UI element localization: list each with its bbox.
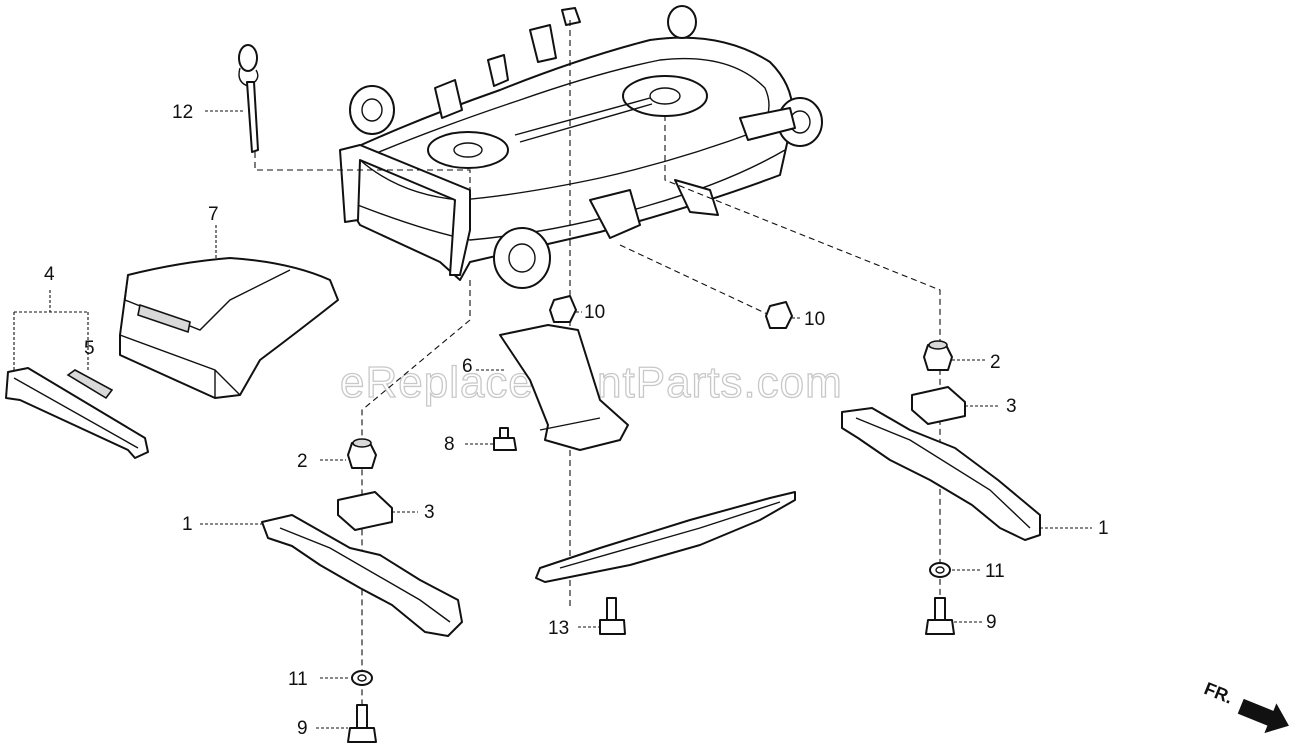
callout-10-right: 10 <box>804 309 825 330</box>
part-2-nut-left <box>347 438 377 469</box>
callout-1-right: 1 <box>1098 518 1109 539</box>
callout-1-left: 1 <box>182 514 193 535</box>
callout-3-right: 3 <box>1006 396 1017 417</box>
part-5-pad <box>66 369 114 400</box>
callout-12: 12 <box>172 102 193 123</box>
part-8-bolt <box>493 427 517 451</box>
callout-10-center: 10 <box>584 302 605 323</box>
part-2-nut-right <box>923 340 953 371</box>
callout-9-right: 9 <box>986 612 997 633</box>
callout-4: 4 <box>44 264 55 285</box>
callout-13: 13 <box>548 618 569 639</box>
part-1-blade-right <box>841 407 1041 541</box>
callout-6: 6 <box>462 356 473 377</box>
part-13-bolt <box>599 597 626 635</box>
part-3-washer-left <box>337 491 393 531</box>
part-6-baffle <box>499 324 629 451</box>
part-11-washer-left <box>351 670 373 686</box>
callout-11-right: 11 <box>985 561 1005 582</box>
part-10-nut-right <box>765 301 793 329</box>
callout-2-left: 2 <box>297 451 308 472</box>
right-spindle-axis <box>664 115 941 620</box>
front-arrow-icon <box>1237 698 1289 734</box>
part-7-cover <box>119 257 339 399</box>
mower-deck <box>339 5 823 289</box>
leader-4 <box>13 311 89 370</box>
front-direction-indicator: FR. <box>1201 678 1289 734</box>
callout-7: 7 <box>208 204 219 225</box>
part-11-washer-right <box>929 562 951 578</box>
callout-11-left: 11 <box>288 669 308 690</box>
part-10-nut-center <box>549 295 577 323</box>
callout-2-right: 2 <box>990 352 1001 373</box>
callout-8: 8 <box>444 434 455 455</box>
part-12-pin <box>238 44 259 153</box>
part-13-guide <box>535 491 796 583</box>
callout-9-left: 9 <box>297 718 308 739</box>
callout-5: 5 <box>84 338 95 359</box>
part-9-bolt-right <box>925 597 955 635</box>
callout-3-left: 3 <box>424 502 435 523</box>
part-3-washer-right <box>911 386 966 425</box>
part-9-bolt-left <box>347 704 377 743</box>
part-1-blade-left <box>261 514 463 637</box>
front-label: FR. <box>1201 678 1235 707</box>
part-4-bracket <box>5 367 149 459</box>
